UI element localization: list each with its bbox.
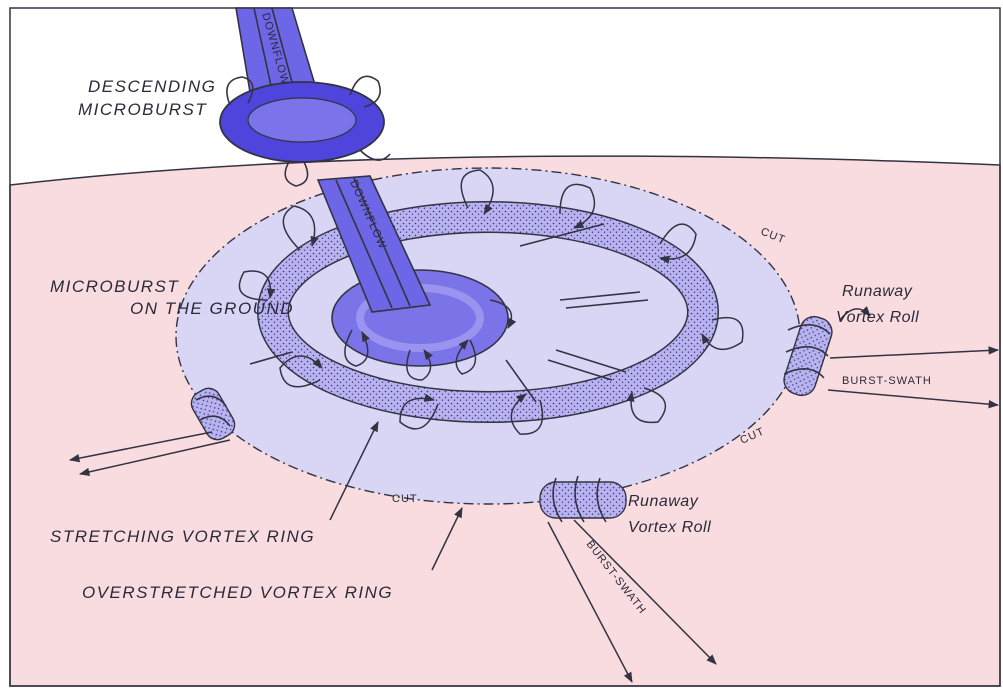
overstretched-ring-label: OVERSTRETCHED VORTEX RING: [82, 583, 393, 602]
ground-label-1: MICROBURST: [50, 277, 179, 296]
ground-label-2: ON THE GROUND: [130, 299, 294, 318]
runaway-bottom-label-2: Vortex Roll: [628, 519, 711, 536]
runaway-bottom-label-1: Runaway: [628, 493, 699, 510]
runaway-right-label-1: Runaway: [842, 283, 913, 300]
stretching-ring-label: STRETCHING VORTEX RING: [50, 527, 315, 546]
runaway-right-label-2: Vortex Roll: [836, 309, 919, 326]
cut-bottom-label: CUT: [392, 493, 418, 505]
burst-swath-right-label: BURST-SWATH: [842, 375, 932, 387]
descending-label-2: MICROBURST: [78, 100, 207, 119]
descending-label-1: DESCENDING: [88, 77, 216, 96]
